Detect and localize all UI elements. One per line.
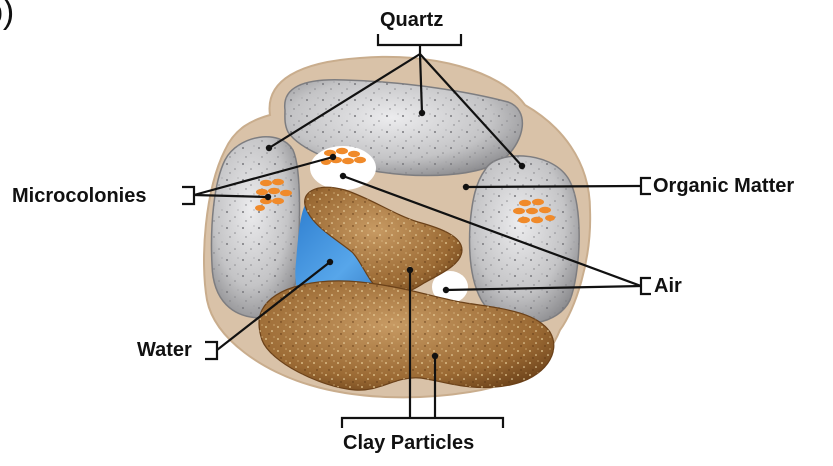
water-bracket: [205, 342, 217, 359]
label-water: Water: [137, 338, 192, 362]
quartz-bracket: [378, 34, 461, 45]
label-quartz: Quartz: [380, 8, 443, 32]
label-clay-particles: Clay Particles: [343, 431, 474, 455]
clay-particles-bracket: [342, 418, 503, 428]
label-air: Air: [654, 274, 682, 298]
microcolonies-bracket: [182, 187, 194, 204]
label-microcolonies: Microcolonies: [12, 184, 146, 208]
air-bracket: [641, 278, 651, 294]
panel-letter: b): [0, 0, 14, 24]
quartz-grain-right: [470, 156, 580, 324]
label-organic-matter: Organic Matter: [653, 174, 794, 198]
organic-matter-bracket: [641, 178, 651, 194]
